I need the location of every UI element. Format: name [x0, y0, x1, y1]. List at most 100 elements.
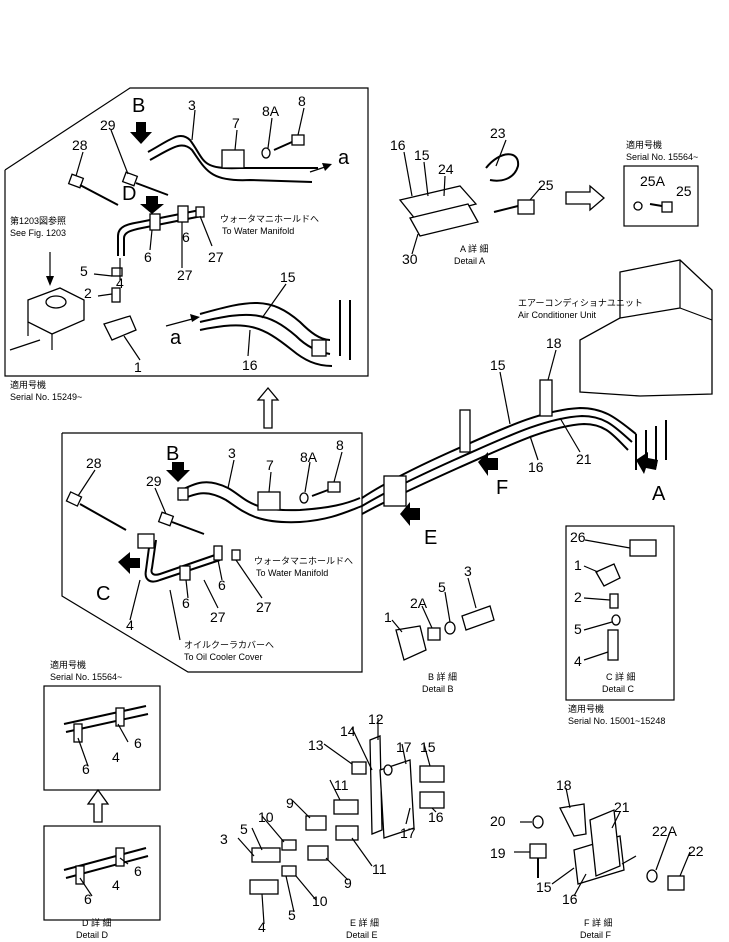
label-23: 23: [490, 125, 506, 141]
serials: 適用号機 Serial No. 15249~ 適用号機 Serial No. 1…: [10, 139, 698, 726]
label-4e: 4: [112, 877, 120, 893]
bolt-8-mid: [299, 481, 341, 504]
label-5b: 5: [438, 579, 446, 595]
label-16a: 16: [242, 357, 258, 373]
label-7b: 7: [266, 457, 274, 473]
air-conditioner-unit: [579, 259, 713, 470]
detail-titles: A 詳 細 Detail A B 詳 細 Detail B C 詳 細 Deta…: [76, 243, 636, 940]
label-22: 22: [688, 843, 704, 859]
label-18: 18: [546, 335, 562, 351]
label-8b: 8: [336, 437, 344, 453]
label-30: 30: [402, 251, 418, 267]
letter-f: F: [496, 477, 508, 499]
label-28b: 28: [86, 455, 102, 471]
serial-tl-jp: 適用号機: [10, 379, 46, 390]
ref-fig-en: See Fig. 1203: [10, 228, 66, 238]
label-27d: 27: [256, 599, 272, 615]
arrow-d-top: [140, 196, 164, 214]
detail-d-en: Detail D: [76, 930, 109, 940]
serial-tr: Serial No. 15564~: [626, 152, 698, 162]
part-labels: 3 7 8A 8 29 28 6 27 4 27 6 5 2 1 15 16 3…: [72, 93, 704, 935]
detail-a-jp: A 詳 細: [460, 243, 489, 254]
label-6g: 6: [134, 863, 142, 879]
detail-d-jp: D 詳 細: [82, 917, 112, 928]
label-7: 7: [232, 115, 240, 131]
label-15a: 15: [280, 269, 296, 285]
label-17b: 17: [400, 825, 416, 841]
label-16e: 16: [562, 891, 578, 907]
arrow-a: [636, 452, 658, 474]
bolt-29: [121, 171, 169, 196]
label-27c: 27: [210, 609, 226, 625]
oil-jp: オイルクーラカバーへ: [184, 640, 274, 650]
label-4d: 4: [112, 749, 120, 765]
water-en-mid: To Water Manifold: [256, 568, 328, 578]
water-jp-top: ウォータマニホールドへ: [220, 214, 319, 224]
middle-left-panel: [61, 432, 363, 673]
label-26: 26: [570, 529, 586, 545]
detail-b-en: Detail B: [422, 684, 454, 694]
label-25b: 25: [676, 183, 692, 199]
detail-f: [529, 803, 685, 891]
hose-3-mid: [177, 481, 361, 512]
serial-d-jp: 適用号機: [50, 659, 86, 670]
aircon-en: Air Conditioner Unit: [518, 310, 597, 320]
serial-c: Serial No. 15001~15248: [568, 716, 665, 726]
clamp-7-mid: [257, 491, 281, 511]
detail-a-en: Detail A: [454, 256, 485, 266]
arrow-b-top: [130, 122, 152, 144]
detail-c-box: [565, 525, 675, 701]
label-16b: 16: [390, 137, 406, 153]
label-3d: 3: [220, 831, 228, 847]
label-5d: 5: [240, 821, 248, 837]
bracket-e: [383, 475, 407, 507]
label-1c: 1: [574, 557, 582, 573]
label-5c: 5: [574, 621, 582, 637]
arrow-up: [256, 386, 280, 429]
detail-c-parts: [595, 539, 657, 661]
serial-tl: Serial No. 15249~: [10, 392, 82, 402]
letter-c-mid: C: [96, 583, 110, 605]
label-14: 14: [340, 723, 356, 739]
label-15b: 15: [414, 147, 430, 163]
label-24: 24: [438, 161, 454, 177]
label-13: 13: [308, 737, 324, 753]
label-6b: 6: [182, 229, 190, 245]
detail-a-serial-box: [623, 165, 699, 227]
label-29: 29: [100, 117, 116, 133]
arrow-c-mid: [118, 552, 140, 574]
label-8Ab: 8A: [300, 449, 318, 465]
label-2c: 2: [574, 589, 582, 605]
flow-a-bottom: a: [170, 327, 182, 349]
label-6c: 6: [182, 595, 190, 611]
clamp-f1: [459, 409, 471, 453]
label-10a: 10: [258, 809, 274, 825]
letter-a: A: [652, 483, 666, 505]
label-6a: 6: [144, 249, 152, 265]
label-20: 20: [490, 813, 506, 829]
top-left-panel: [4, 87, 369, 377]
label-8: 8: [298, 93, 306, 109]
serial-d: Serial No. 15564~: [50, 672, 122, 682]
label-12: 12: [368, 711, 384, 727]
detail-e-jp: E 詳 細: [350, 917, 379, 928]
aircon-jp: エアーコンディショナユニット: [518, 297, 643, 308]
bolt-28-mid: [65, 491, 127, 531]
detail-b-jp: B 詳 細: [428, 671, 457, 682]
label-10b: 10: [312, 893, 328, 909]
label-27b: 27: [208, 249, 224, 265]
label-3: 3: [188, 97, 196, 113]
label-22A: 22A: [652, 823, 678, 839]
clamp-7-top: [221, 149, 245, 169]
label-11b: 11: [372, 861, 387, 877]
label-25A: 25A: [640, 173, 666, 189]
label-4b: 4: [126, 617, 134, 633]
label-9a: 9: [286, 795, 294, 811]
label-25: 25: [538, 177, 554, 193]
pipe-4-top: [117, 209, 201, 256]
label-6d: 6: [218, 577, 226, 593]
hose-15-16-top: [199, 301, 331, 341]
label-4a: 4: [116, 275, 124, 291]
serial-c-jp: 適用号機: [568, 703, 604, 714]
